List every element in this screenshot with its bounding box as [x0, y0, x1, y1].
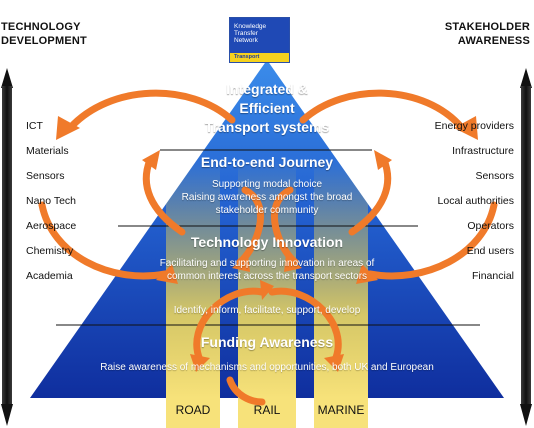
- road-column: [166, 398, 220, 428]
- innovation-actions: Identify, inform, facilitate, support, d…: [173, 305, 361, 316]
- right-title-line1: STAKEHOLDER: [444, 21, 530, 33]
- list-item: Aerospace: [26, 220, 77, 232]
- marine-column: [314, 398, 368, 428]
- left-title-line2: DEVELOPMENT: [1, 35, 87, 47]
- top-line1: Integrated &: [226, 81, 308, 97]
- list-item: Nano Tech: [26, 195, 77, 207]
- innovation-sub1: Facilitating and supporting innovation i…: [159, 258, 375, 269]
- logo-line: Transfer: [234, 30, 258, 37]
- list-item: Local authorities: [437, 195, 514, 207]
- innovation-title: Technology Innovation: [190, 234, 344, 250]
- logo-text: Knowledge Transfer Network: [234, 23, 289, 44]
- pyramid-top-title: Integrated & Efficient Transport systems: [187, 80, 347, 137]
- right-panel-title: STAKEHOLDER AWARENESS: [445, 20, 530, 48]
- logo-band-text: Transport: [234, 54, 260, 60]
- list-item: Operators: [467, 220, 514, 232]
- mode-rail-label: RAIL: [253, 403, 281, 417]
- right-title-line2: AWARENESS: [457, 35, 530, 47]
- funding-subtitle: Raise awareness of mechanisms and opport…: [100, 362, 434, 373]
- journey-subtitle: Supporting modal choice Raising awarenes…: [157, 178, 377, 217]
- journey-sub1: Supporting modal choice: [211, 179, 323, 190]
- list-item: Sensors: [26, 170, 65, 182]
- list-item: Sensors: [475, 170, 514, 182]
- list-item: ICT: [26, 120, 43, 132]
- journey-sub2: Raising awareness amongst the broad: [181, 192, 353, 203]
- left-title-line1: TECHNOLOGY: [1, 21, 81, 33]
- technology-list: ICT Materials Sensors Nano Tech Aerospac…: [26, 119, 76, 294]
- journey-sub3: stakeholder community: [215, 205, 319, 216]
- innovation-subtitle: Facilitating and supporting innovation i…: [117, 257, 417, 283]
- logo-line: Network: [234, 37, 258, 44]
- list-item: Infrastructure: [452, 145, 514, 157]
- journey-title: End-to-end Journey: [200, 154, 334, 170]
- list-item: Energy providers: [434, 120, 514, 132]
- funding-title: Funding Awareness: [200, 334, 334, 350]
- innovation-sub2: common interest across the transport sec…: [166, 271, 368, 282]
- top-line2: Efficient: [239, 100, 295, 116]
- ktn-logo: Knowledge Transfer Network Transport: [229, 17, 290, 63]
- list-item: Materials: [26, 145, 69, 157]
- mode-road-label: ROAD: [175, 403, 211, 417]
- left-double-arrow-icon: [1, 68, 13, 426]
- stakeholder-list: Energy providers Infrastructure Sensors …: [435, 119, 514, 294]
- logo-band: Transport: [230, 53, 289, 62]
- list-item: Chemistry: [26, 245, 74, 257]
- right-double-arrow-icon: [520, 68, 532, 426]
- rail-column: [238, 398, 296, 428]
- list-item: Financial: [471, 270, 514, 282]
- mode-marine-label: MARINE: [317, 403, 365, 417]
- list-item: End users: [466, 245, 514, 257]
- left-panel-title: TECHNOLOGY DEVELOPMENT: [1, 20, 87, 48]
- list-item: Academia: [26, 270, 73, 282]
- arrowheads: [56, 116, 478, 372]
- top-line3: Transport systems: [204, 119, 330, 135]
- logo-line: Knowledge: [234, 23, 267, 30]
